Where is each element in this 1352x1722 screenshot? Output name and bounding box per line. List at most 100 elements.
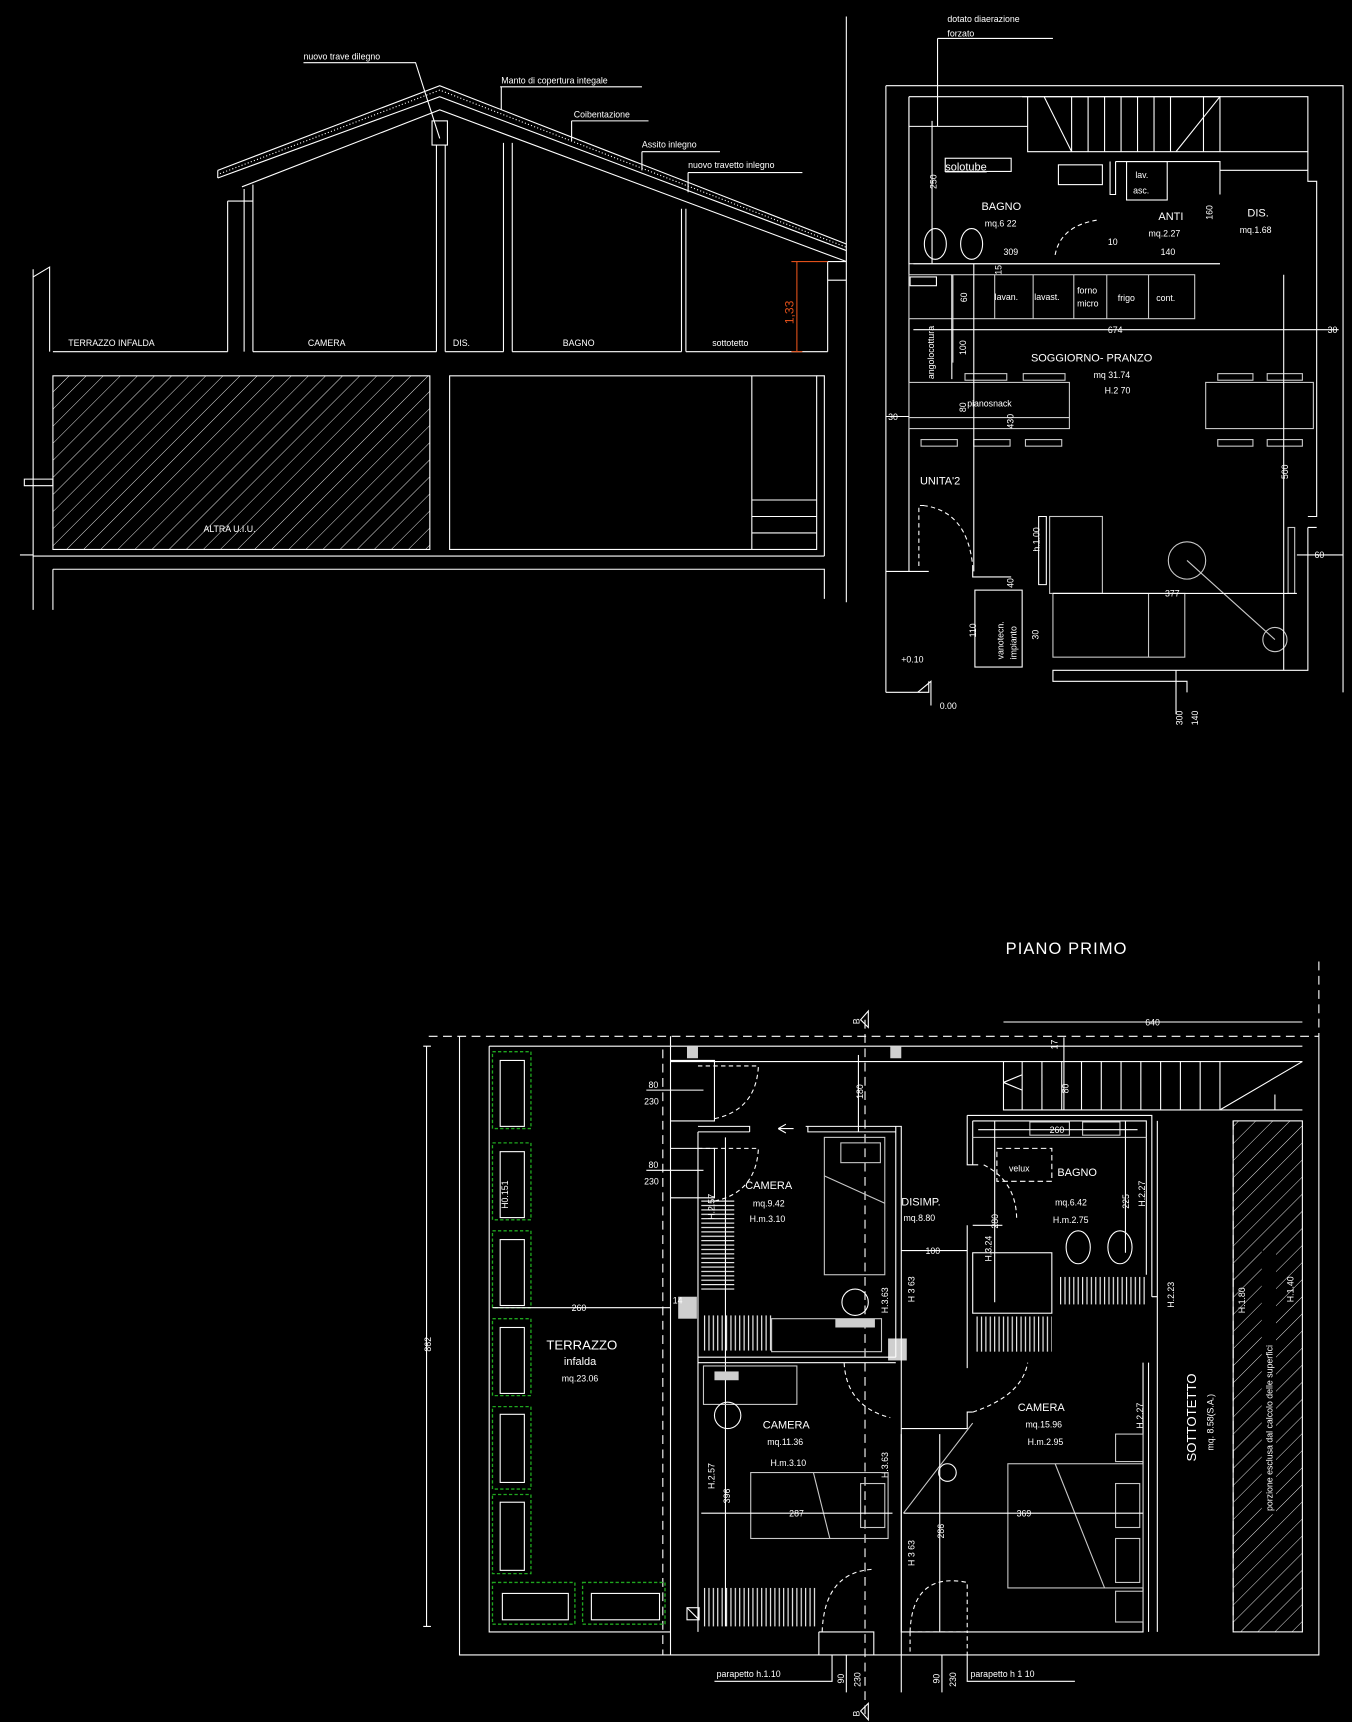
gf-dim: 60 [959, 292, 969, 302]
door-dim-height-1: 230 [644, 1096, 659, 1106]
h363-3: H.3.63 [880, 1452, 890, 1478]
camera1-name: CAMERA [745, 1180, 793, 1192]
gf-dim: 160 [1204, 205, 1214, 220]
velux-label: velux [1009, 1163, 1030, 1173]
gf-dim: 110 [968, 623, 978, 637]
vanotecn-label-2: impianto [1009, 626, 1019, 659]
door-dim-width-2: 80 [649, 1160, 659, 1170]
disimp-area: mq.8.80 [903, 1213, 935, 1223]
section-room-bagno: BAGNO [563, 338, 595, 348]
door-dim-width-1: 80 [649, 1080, 659, 1090]
gf-dim: 30 [1031, 630, 1041, 640]
gf-dim: 140 [1161, 247, 1176, 257]
ff-dim: 80 [1060, 1084, 1070, 1094]
other-unit-hatch [52, 375, 431, 551]
other-unit-label: ALTRA U.I.U. [203, 524, 255, 534]
appliance-forno: forno [1077, 285, 1097, 295]
disimp-name: DISIMP. [901, 1197, 940, 1209]
gf-dim: 30 [1328, 325, 1338, 335]
appliance-micro: micro [1077, 299, 1099, 309]
camera1-wall-height: H.2.57 [706, 1194, 716, 1220]
sottotetto-note: porzione esclusa dal calcolo delle super… [1265, 1345, 1275, 1511]
camera3-name: CAMERA [1018, 1402, 1066, 1414]
gf-dim: 309 [1003, 247, 1018, 257]
ff-dim: 287 [789, 1509, 804, 1519]
gf-dim: 60 [1314, 550, 1324, 560]
section-marker-bottom: B [852, 1711, 862, 1717]
ventilation-note-1: dotato diaerazione [947, 14, 1019, 24]
bottom-dim: 230 [948, 1672, 958, 1687]
gf-dim: 430 [1005, 414, 1015, 429]
camera3-area: mq.15.96 [1025, 1419, 1062, 1429]
sottotetto-area: mq. 8.58(S.A.) [1205, 1394, 1215, 1451]
unita-label: UNITA'2 [920, 476, 960, 488]
ff-dim: 260 [572, 1303, 587, 1313]
ff-dim: 640 [1145, 1017, 1160, 1027]
camera2-area: mq.11.36 [767, 1437, 803, 1447]
appliance-lavast: lavast. [1034, 292, 1059, 302]
parapetto-left: parapetto h.1.10 [717, 1669, 781, 1679]
ff-dim: 100 [925, 1246, 940, 1256]
roof-label-insulation: Coibentazione [574, 110, 630, 120]
camera1-height: H.m.3.10 [750, 1214, 786, 1224]
camera2-height: H.m.3.10 [771, 1458, 807, 1468]
h363-2: H 3 63 [906, 1276, 916, 1302]
gf-bagno-area: mq.6 22 [985, 218, 1017, 228]
gf-dim: 40 [1005, 578, 1015, 588]
appliance-frigo: frigo [1118, 293, 1135, 303]
ff-dim: 280 [990, 1214, 1000, 1229]
planters [491, 1051, 666, 1625]
camera2-wall-height: H.2.57 [706, 1463, 716, 1489]
gf-dim: 30 [888, 412, 898, 422]
section-room-camera: CAMERA [308, 338, 346, 348]
ff-dim: 260 [1050, 1125, 1065, 1135]
bottom-dim: 230 [853, 1672, 863, 1687]
gf-bagno-name: BAGNO [981, 201, 1021, 213]
terrazzo-name: TERRAZZO [546, 1337, 617, 1352]
appliance-lavan: lavan. [995, 292, 1018, 302]
building-section: 1,33 nuovo trave dilegno Manto di copert… [19, 16, 847, 610]
sottotetto-h1: H.1.80 [1237, 1287, 1247, 1313]
gf-dim: 80 [958, 402, 968, 412]
ff-dim: 862 [423, 1337, 433, 1352]
h363-1: H.3.63 [880, 1287, 890, 1313]
roof-label-joist: nuovo travetto inlegno [688, 160, 775, 170]
gf-anti-area: mq.2.27 [1149, 228, 1181, 238]
terrazzo-height: H0.151 [500, 1180, 510, 1208]
gf-dim: 674 [1108, 325, 1123, 335]
ff-dim: 14 [673, 1295, 683, 1305]
vanotecn-label-1: vanotecn. [995, 621, 1005, 659]
door-dim-height-2: 230 [644, 1177, 659, 1187]
lav-asc-1: lav. [1135, 170, 1148, 180]
terrazzo-sub: infalda [564, 1356, 597, 1368]
gf-dim: h.1.00 [1032, 527, 1042, 552]
ff-bagno-wall-height2: H.3.24 [983, 1236, 993, 1262]
terrazzo-area: mq.23.06 [562, 1373, 599, 1383]
ff-bagno-wall-height: H.2.27 [1137, 1181, 1147, 1207]
gf-dim: 15 [993, 265, 1003, 275]
section-room-dis: DIS. [453, 338, 470, 348]
section-room-sottotetto: sottotetto [712, 338, 748, 348]
gf-dim: 300 [1175, 711, 1185, 726]
gf-dim: 250 [928, 174, 938, 189]
sottotetto-h2: H.1.40 [1286, 1276, 1296, 1302]
ff-dim: 396 [722, 1489, 732, 1504]
gf-dim: 10 [1108, 237, 1118, 247]
ff-bagno-area: mq.6.42 [1055, 1198, 1087, 1208]
ff-bagno-name: BAGNO [1057, 1167, 1097, 1179]
level-plus-010: +0.10 [901, 655, 923, 665]
solotube-label: solotube [945, 161, 986, 173]
gf-anti-name: ANTI [1158, 211, 1183, 223]
gf-dim: 500 [1280, 464, 1290, 479]
section-marker-top: B [852, 1018, 862, 1024]
ff-dim: 225 [1121, 1194, 1131, 1209]
angolocottura-label: angolocottura [926, 326, 936, 379]
h363-4: H 3 63 [906, 1540, 916, 1566]
sottotetto-name: SOTTOTETTO [1184, 1373, 1199, 1461]
camera1-area: mq.9.42 [753, 1199, 785, 1209]
level-000: 0.00 [940, 701, 957, 711]
gf-dim: 100 [958, 340, 968, 355]
ventilation-note-2: forzato [947, 28, 974, 38]
roof-label-beam: nuovo trave dilegno [303, 51, 380, 61]
ground-floor-plan: dotato diaerazione forzato solotube BAGN… [885, 14, 1344, 726]
